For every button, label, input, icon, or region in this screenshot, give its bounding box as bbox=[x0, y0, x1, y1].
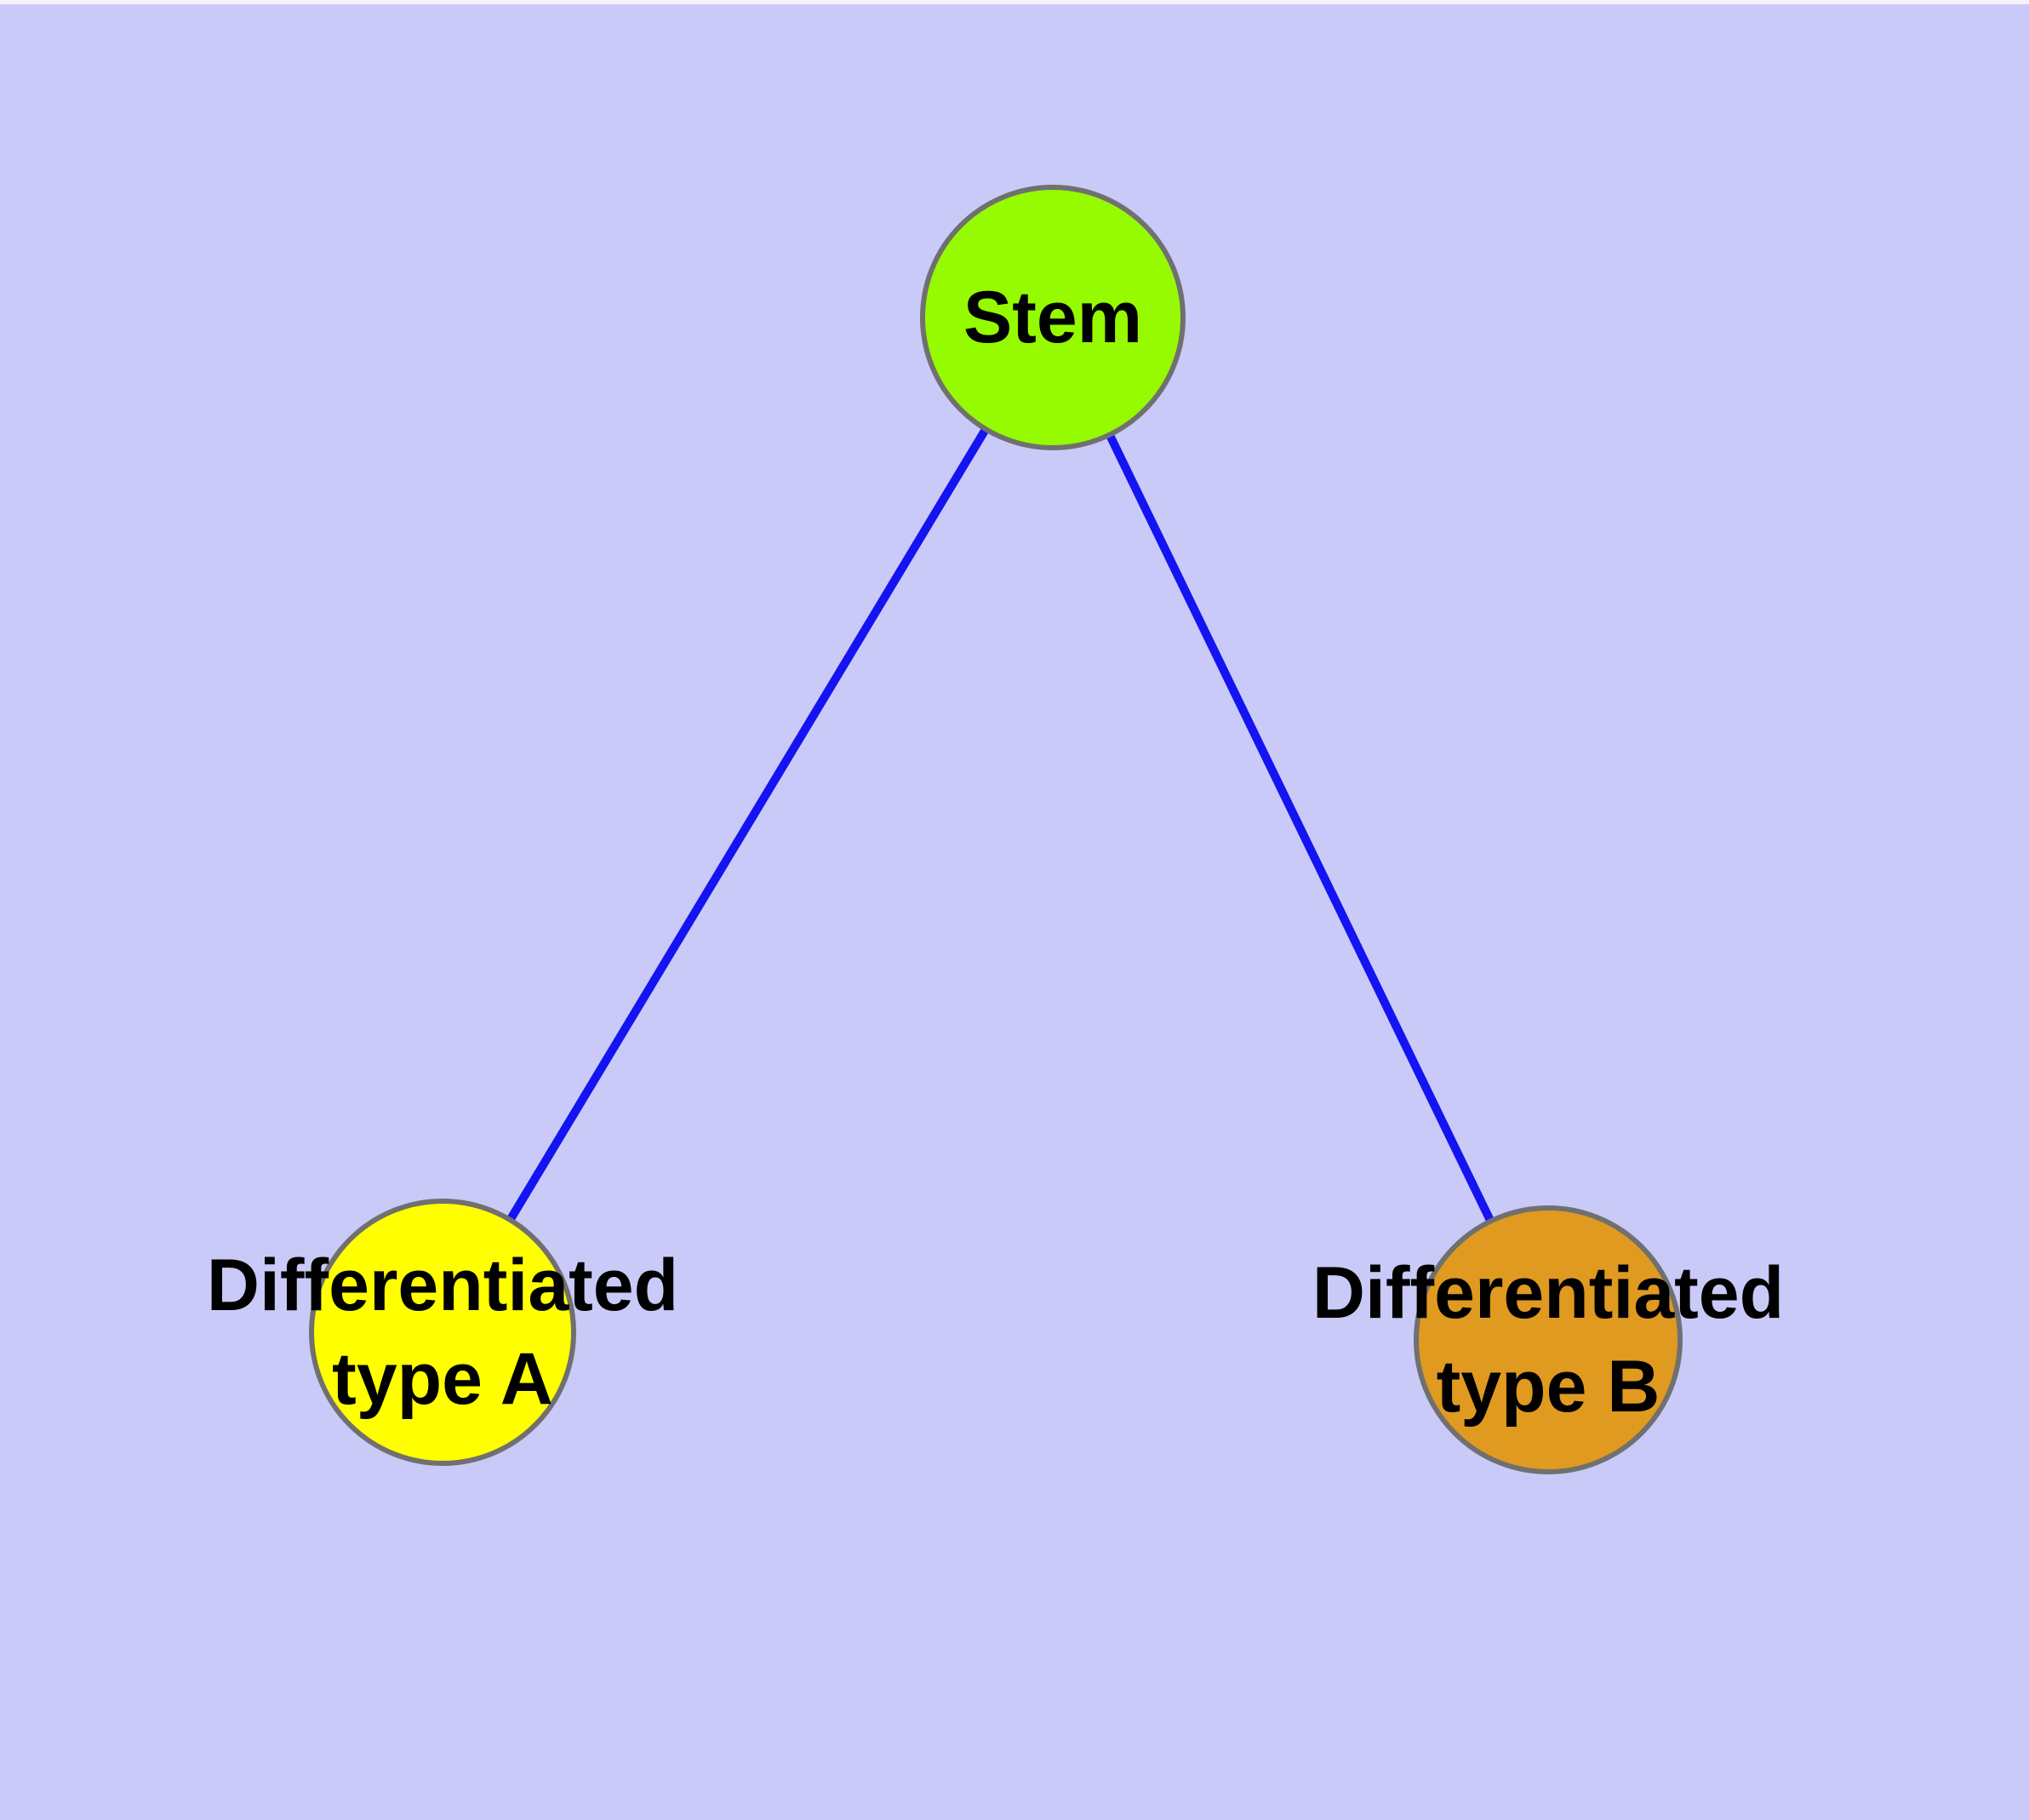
node-differentiated-type-a[interactable] bbox=[309, 1199, 576, 1466]
edge-stem-to-type-b bbox=[1049, 315, 1552, 1342]
node-differentiated-type-b[interactable] bbox=[1414, 1205, 1683, 1474]
window-top-strip bbox=[0, 0, 2029, 4]
node-stem[interactable] bbox=[920, 185, 1186, 450]
edge-stem-to-type-a bbox=[438, 315, 1057, 1335]
